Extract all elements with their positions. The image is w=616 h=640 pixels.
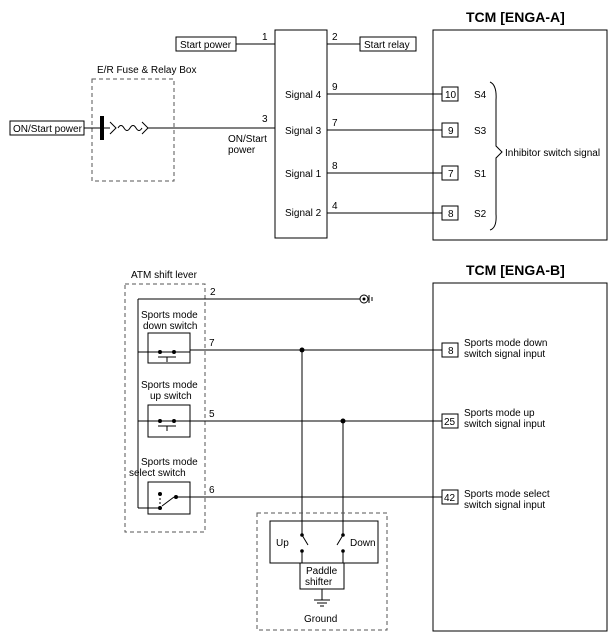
s1-label: S1 [474, 169, 487, 180]
ground-label: Ground [304, 614, 337, 625]
select-switch-line2: select switch [129, 468, 186, 479]
pin-2: 2 [332, 32, 338, 43]
lever-pin-7: 7 [209, 338, 215, 349]
paddle-down-label: Down [350, 538, 376, 549]
paddle-name-line2: shifter [305, 577, 333, 588]
up-input-line1: Sports mode up [464, 408, 535, 419]
tcm-a-pin-9-box [441, 122, 459, 138]
paddle-up-label: Up [276, 538, 289, 549]
s4-label: S4 [474, 90, 487, 101]
up-input-line2: switch signal input [464, 419, 545, 430]
down-switch-actuator [158, 356, 176, 362]
paddle-shifter-box [256, 512, 388, 631]
tcm-b-pin-8-box [441, 342, 459, 358]
select-switch-contact-a [158, 506, 162, 510]
paddle-name-box [299, 562, 345, 590]
signal-3-label: Signal 3 [285, 126, 322, 137]
tcm-b-pin-8: 8 [448, 346, 454, 357]
ground-icon [314, 599, 330, 607]
tcm-a-pin-9: 9 [448, 126, 454, 137]
up-switch-line1: Sports mode [141, 380, 198, 391]
down-input-line2: switch signal input [464, 349, 545, 360]
up-switch-line2: up switch [150, 391, 192, 402]
lever-pin-5: 5 [209, 409, 215, 420]
fuse-box [91, 78, 175, 182]
select-input-line1: Sports mode select [464, 489, 550, 500]
atm-lever-label: ATM shift lever [131, 270, 198, 281]
pin-3: 3 [262, 114, 268, 125]
start-relay-label: Start relay [364, 40, 410, 51]
tcm-a-pin-7-box [441, 165, 459, 181]
tcm-a-pin-8-box [441, 205, 459, 221]
signal-1-label: Signal 1 [285, 169, 322, 180]
inhibitor-brace [489, 81, 503, 231]
down-switch-contact-b [172, 350, 176, 354]
start-power-label: Start power [180, 40, 232, 51]
tcm-b-pin-25-box [441, 413, 459, 429]
s2-label: S2 [474, 209, 487, 220]
up-switch-contact-a [158, 419, 162, 423]
atm-lever-box [124, 283, 206, 533]
down-switch-box [147, 332, 191, 364]
on-start-line2: power [228, 145, 256, 156]
tcm-a-pin-8: 8 [448, 209, 454, 220]
tcm-b-title: TCM [ENGA-B] [466, 262, 565, 278]
pin-1: 1 [262, 32, 268, 43]
down-switch-line1: Sports mode [141, 310, 198, 321]
connector-block [274, 29, 328, 239]
pin-4: 4 [332, 201, 338, 212]
pin-9: 9 [332, 82, 338, 93]
fuse-terminal [100, 116, 104, 140]
signal-2-label: Signal 2 [285, 208, 322, 219]
tcm-b-pin-42: 42 [444, 493, 456, 504]
tcm-a-pin-7: 7 [448, 169, 454, 180]
ground-terminal-dot [362, 297, 366, 301]
start-relay-box [359, 36, 417, 52]
select-switch-contact-c [174, 495, 178, 499]
fuse-box-label: E/R Fuse & Relay Box [97, 65, 196, 76]
tcm-a-title: TCM [ENGA-A] [466, 9, 565, 25]
down-switch-contact-a [158, 350, 162, 354]
pin-7: 7 [332, 118, 338, 129]
signal-4-label: Signal 4 [285, 90, 322, 101]
select-switch-line1: Sports mode [141, 457, 198, 468]
down-input-line1: Sports mode down [464, 338, 547, 349]
tcm-b-box [432, 282, 608, 632]
fuse-symbol [104, 121, 275, 135]
lever-pin-6: 6 [209, 485, 215, 496]
ground-terminal-mark [368, 295, 373, 303]
tcm-a-box [432, 29, 608, 241]
s3-label: S3 [474, 126, 487, 137]
paddle-up-contact-b [300, 549, 304, 553]
tcm-b-pin-42-box [441, 489, 459, 505]
paddle-name-line1: Paddle [306, 566, 338, 577]
paddle-up-contact-a [300, 533, 304, 537]
select-switch-box [147, 481, 191, 515]
up-switch-actuator [158, 425, 176, 431]
select-switch-leads [138, 496, 190, 509]
on-start-line1: ON/Start [228, 134, 267, 145]
paddle-down-contact-b [341, 549, 345, 553]
up-switch-contact-b [172, 419, 176, 423]
tcm-a-pin-10-box [441, 86, 459, 102]
paddle-down-contact-a [341, 533, 345, 537]
on-start-power-label: ON/Start power [13, 124, 83, 135]
inhibitor-label: Inhibitor switch signal [505, 148, 600, 159]
down-switch-line2: down switch [143, 321, 197, 332]
pin-8: 8 [332, 161, 338, 172]
tcm-a-pin-10: 10 [445, 90, 457, 101]
lever-pin-2: 2 [210, 287, 216, 298]
tcm-b-pin-25: 25 [444, 417, 456, 428]
select-input-line2: switch signal input [464, 500, 545, 511]
paddle-switch-box [269, 520, 379, 564]
